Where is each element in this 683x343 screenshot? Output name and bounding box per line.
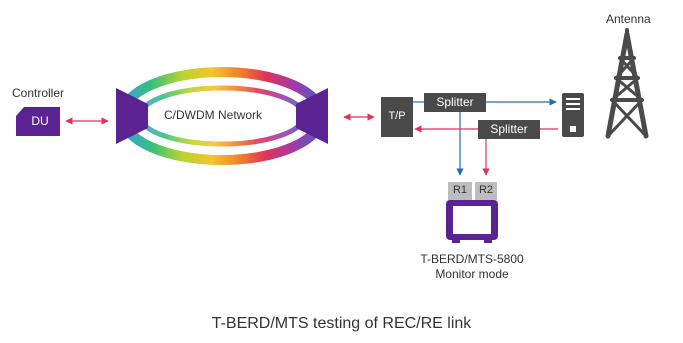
antenna-label: Antenna [606,12,651,26]
network-node-left [116,88,148,144]
du-label: DU [31,114,49,128]
r1-port [448,182,472,200]
radio-unit-icon [562,93,584,137]
device-label-line2: Monitor mode [435,267,509,281]
r2-port [475,182,497,200]
tp-box [381,97,413,137]
r2-label: R2 [478,184,494,196]
controller-label: Controller [12,86,65,100]
network-node-right [296,88,328,144]
device-label-line1: T-BERD/MTS-5800 [420,252,524,266]
tp-label: T/P [388,110,406,122]
figure-caption: T-BERD/MTS testing of REC/RE link [211,315,472,332]
splitter-top-label: Splitter [436,95,474,109]
splitter-top [424,93,486,112]
antenna-tower-icon [605,28,649,139]
du-box [16,107,60,136]
splitter-bottom [478,120,540,139]
tberd-device-icon [446,200,498,243]
network-label: C/DWDM Network [164,108,262,122]
splitter-bottom-label: Splitter [490,122,528,136]
r1-label: R1 [452,184,468,196]
